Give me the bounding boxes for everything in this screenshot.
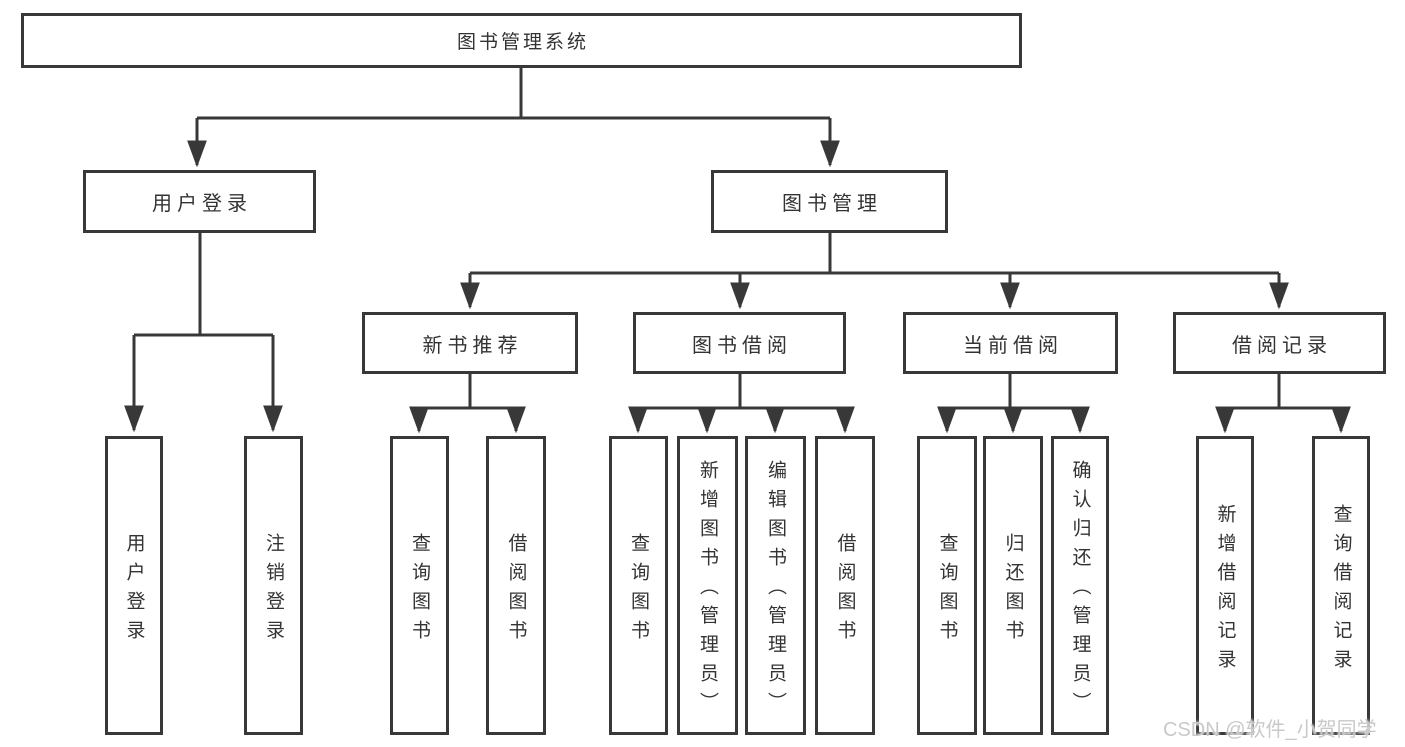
node-cb-return-book: 归还图书 bbox=[983, 436, 1043, 735]
node-book-borrowing: 图书借阅 bbox=[633, 312, 846, 374]
node-br-add-record: 新增借阅记录 bbox=[1196, 436, 1254, 735]
node-borrowing-records: 借阅记录 bbox=[1173, 312, 1386, 374]
node-leaf-logout: 注销登录 bbox=[244, 436, 303, 735]
node-leaf-user-login: 用户登录 bbox=[105, 436, 163, 735]
node-bb-edit-book-admin: 编辑图书（管理员） bbox=[745, 436, 806, 735]
node-label: 新增借阅记录 bbox=[1214, 503, 1236, 678]
node-label: 查询图书 bbox=[936, 532, 958, 649]
node-label: 当前借阅 bbox=[963, 334, 1063, 357]
node-label: 编辑图书（管理员） bbox=[765, 460, 786, 721]
node-cb-confirm-return-admin: 确认归还（管理员） bbox=[1051, 436, 1109, 735]
node-label: 新增图书（管理员） bbox=[697, 460, 718, 721]
node-rec-query-book: 查询图书 bbox=[390, 436, 449, 735]
node-current-borrowing: 当前借阅 bbox=[903, 312, 1118, 374]
connector-borrow-records bbox=[1225, 374, 1341, 410]
connector-new-book-rec bbox=[419, 374, 516, 410]
node-new-book-recommend: 新书推荐 bbox=[362, 312, 578, 374]
connector-root bbox=[197, 68, 830, 120]
node-label: 借阅记录 bbox=[1232, 334, 1332, 357]
node-label: 借阅图书 bbox=[505, 532, 527, 649]
node-label: 查询图书 bbox=[409, 532, 430, 649]
node-label: 新书推荐 bbox=[422, 334, 523, 357]
node-label: 注销登录 bbox=[263, 532, 284, 649]
node-label: 图书管理系统 bbox=[456, 32, 589, 53]
node-cb-query-book: 查询图书 bbox=[917, 436, 977, 735]
node-bb-borrow-book: 借阅图书 bbox=[815, 436, 875, 735]
node-label: 图书管理 bbox=[782, 193, 882, 215]
node-label: 图书借阅 bbox=[692, 334, 792, 357]
node-bb-add-book-admin: 新增图书（管理员） bbox=[677, 436, 738, 735]
node-library-system: 图书管理系统 bbox=[21, 13, 1022, 68]
node-label: 用户登录 bbox=[152, 193, 252, 215]
node-label: 查询借阅记录 bbox=[1330, 503, 1352, 678]
connector-current-borrow bbox=[947, 374, 1080, 410]
node-bb-query-book: 查询图书 bbox=[609, 436, 668, 735]
node-user-login: 用户登录 bbox=[83, 170, 316, 233]
connector-book-mgmt bbox=[470, 233, 1279, 275]
node-rec-borrow-book: 借阅图书 bbox=[486, 436, 546, 735]
node-label: 确认归还（管理员） bbox=[1069, 460, 1091, 721]
connector-book-borrow bbox=[638, 374, 845, 410]
node-label: 查询图书 bbox=[628, 532, 649, 649]
node-book-management: 图书管理 bbox=[711, 170, 948, 233]
node-label: 用户登录 bbox=[123, 532, 145, 649]
csdn-watermark: CSDN @软件_小贺同学 bbox=[1163, 719, 1377, 741]
connector-user-login bbox=[134, 233, 273, 337]
node-label: 借阅图书 bbox=[834, 532, 856, 649]
node-br-query-record: 查询借阅记录 bbox=[1312, 436, 1370, 735]
node-label: 归还图书 bbox=[1002, 532, 1024, 649]
